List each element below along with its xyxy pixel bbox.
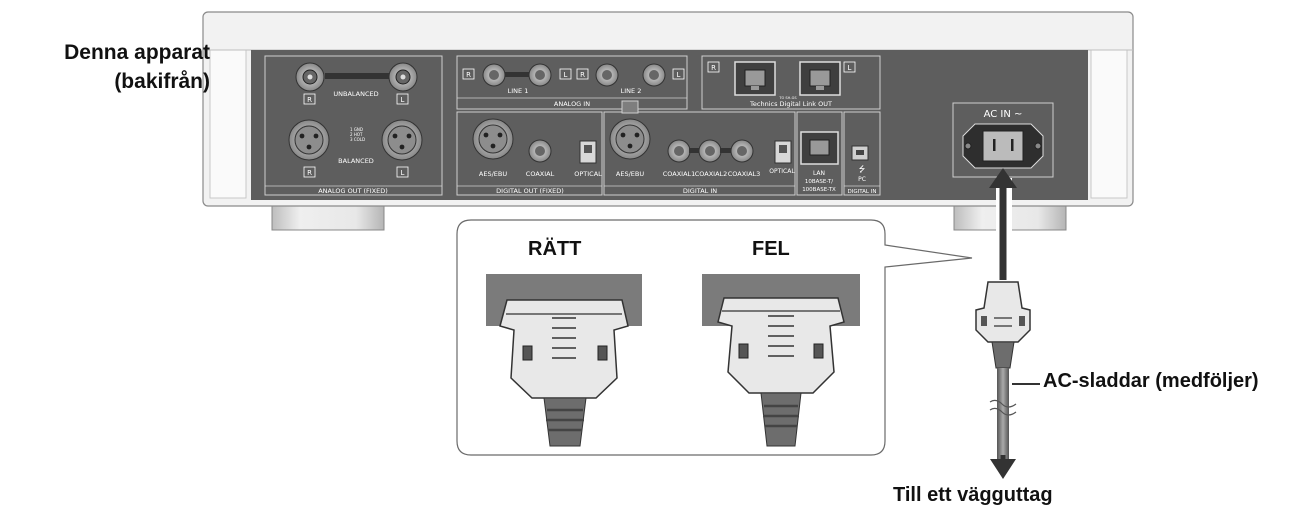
link-out-section: R L TO SH-GS Technics Digital Link OUT bbox=[707, 61, 856, 108]
balanced-l-mark: L bbox=[401, 169, 405, 177]
wrong-plug-illustration bbox=[702, 274, 860, 447]
unbalanced-rca-r bbox=[295, 62, 325, 92]
ac-inlet-section: AC IN ~ bbox=[962, 109, 1044, 169]
lan-port bbox=[800, 131, 839, 165]
balanced-r-mark: R bbox=[307, 169, 312, 177]
device-rear-label: Denna apparat (bakifrån) bbox=[30, 38, 210, 96]
lan-section: LAN 10BASE-T/ 100BASE-TX bbox=[800, 131, 839, 193]
usb-icon: ⭍ bbox=[859, 165, 866, 174]
device-label-line1: Denna apparat bbox=[64, 41, 210, 64]
pin-legend-3: 3 COLD bbox=[350, 137, 365, 142]
link-l-mark: L bbox=[848, 64, 852, 72]
ac-cord-label: AC-sladdar (medföljer) bbox=[1043, 370, 1259, 392]
optical-out-port bbox=[579, 140, 597, 164]
analog-in-label: ANALOG IN bbox=[554, 100, 590, 108]
digital-out-section: AES/EBU COAXIAL OPTICAL DIGITAL OUT (FIX… bbox=[457, 118, 602, 195]
coaxial2-in-rca bbox=[698, 139, 722, 163]
pc-digital-in-label: DIGITAL IN bbox=[848, 189, 877, 195]
line2-r-mark: R bbox=[580, 71, 585, 79]
link-out-port-l bbox=[799, 61, 841, 96]
ac-inlet-socket bbox=[962, 123, 1044, 169]
ac-plug-connector bbox=[975, 281, 1031, 343]
device-label-line2: (bakifrån) bbox=[114, 70, 210, 93]
digital-in-section: AES/EBU COAXIAL1 COAXIAL2 COAXIAL3 OPTIC… bbox=[604, 100, 795, 195]
link-out-port-r bbox=[734, 61, 776, 96]
line2-label: LINE 2 bbox=[621, 87, 642, 95]
pc-section: ⭍ PC DIGITAL IN bbox=[844, 145, 880, 195]
unbalanced-r-mark: R bbox=[307, 96, 312, 104]
lan-10base-label: 10BASE-T/ bbox=[805, 179, 833, 185]
optical-in-label: OPTICAL bbox=[769, 168, 795, 175]
coaxial1-label: COAXIAL1 bbox=[663, 170, 696, 178]
unbalanced-l-mark: L bbox=[401, 96, 405, 104]
analog-out-section: R L UNBALANCED 1 GND 2 HOT 3 COLD BALANC… bbox=[265, 62, 442, 195]
lan-100base-label: 100BASE-TX bbox=[802, 187, 836, 193]
aes-ebu-in-label: AES/EBU bbox=[616, 170, 644, 178]
left-foot bbox=[271, 203, 385, 231]
line1-l-mark: L bbox=[564, 71, 568, 79]
unbalanced-rca-l bbox=[388, 62, 418, 92]
balanced-xlr-r bbox=[288, 119, 330, 161]
ac-in-label: AC IN ~ bbox=[984, 109, 1023, 120]
aes-ebu-out-xlr bbox=[472, 118, 514, 160]
balanced-xlr-l bbox=[381, 119, 423, 161]
pin-legend-1: 1 GND bbox=[350, 127, 363, 132]
optical-out-label: OPTICAL bbox=[574, 170, 602, 178]
coaxial-out-label: COAXIAL bbox=[526, 170, 555, 178]
unbalanced-bridge bbox=[325, 73, 389, 79]
analog-out-fixed-label: ANALOG OUT (FIXED) bbox=[318, 187, 388, 195]
to-sh-label: TO SH-GS bbox=[778, 96, 797, 100]
power-cord bbox=[975, 168, 1040, 479]
panel-section-frames bbox=[264, 55, 1054, 196]
aes-ebu-in-xlr bbox=[609, 118, 651, 160]
optical-in-port bbox=[774, 140, 792, 164]
correct-label: RÄTT bbox=[528, 238, 582, 260]
incorrect-label: FEL bbox=[752, 238, 790, 260]
digital-in-label: DIGITAL IN bbox=[683, 187, 717, 195]
balanced-label: BALANCED bbox=[338, 157, 374, 165]
right-plug-illustration bbox=[486, 274, 642, 447]
coaxial1-in-rca bbox=[667, 139, 691, 163]
aes-ebu-out-label: AES/EBU bbox=[479, 170, 507, 178]
coaxial3-label: COAXIAL3 bbox=[728, 170, 761, 178]
line2-rca-l bbox=[642, 63, 666, 87]
link-out-label: Technics Digital Link OUT bbox=[749, 100, 832, 108]
line1-rca-r bbox=[482, 63, 506, 87]
coaxial2-label: COAXIAL2 bbox=[695, 170, 728, 178]
coaxial-out-rca bbox=[528, 139, 552, 163]
lan-label: LAN bbox=[813, 170, 825, 177]
line2-l-mark: L bbox=[677, 71, 681, 79]
wall-outlet-label: Till ett vägguttag bbox=[893, 484, 1053, 506]
coaxial3-in-rca bbox=[730, 139, 754, 163]
digital-out-fixed-label: DIGITAL OUT (FIXED) bbox=[496, 187, 564, 195]
pc-label: PC bbox=[858, 176, 866, 183]
line1-rca-l bbox=[528, 63, 552, 87]
line2-rca-r bbox=[595, 63, 619, 87]
cord-break-mark bbox=[989, 399, 1017, 408]
unbalanced-label: UNBALANCED bbox=[333, 90, 378, 98]
pin-legend-2: 2 HOT bbox=[350, 132, 363, 137]
analog-in-section: R L LINE 1 R L LINE 2 ANALOG IN bbox=[457, 63, 687, 108]
arrow-up-icon bbox=[989, 168, 1017, 188]
line1-label: LINE 1 bbox=[508, 87, 529, 95]
arrow-down-icon bbox=[990, 459, 1016, 479]
link-r-mark: R bbox=[711, 64, 716, 72]
line1-r-mark: R bbox=[466, 71, 471, 79]
